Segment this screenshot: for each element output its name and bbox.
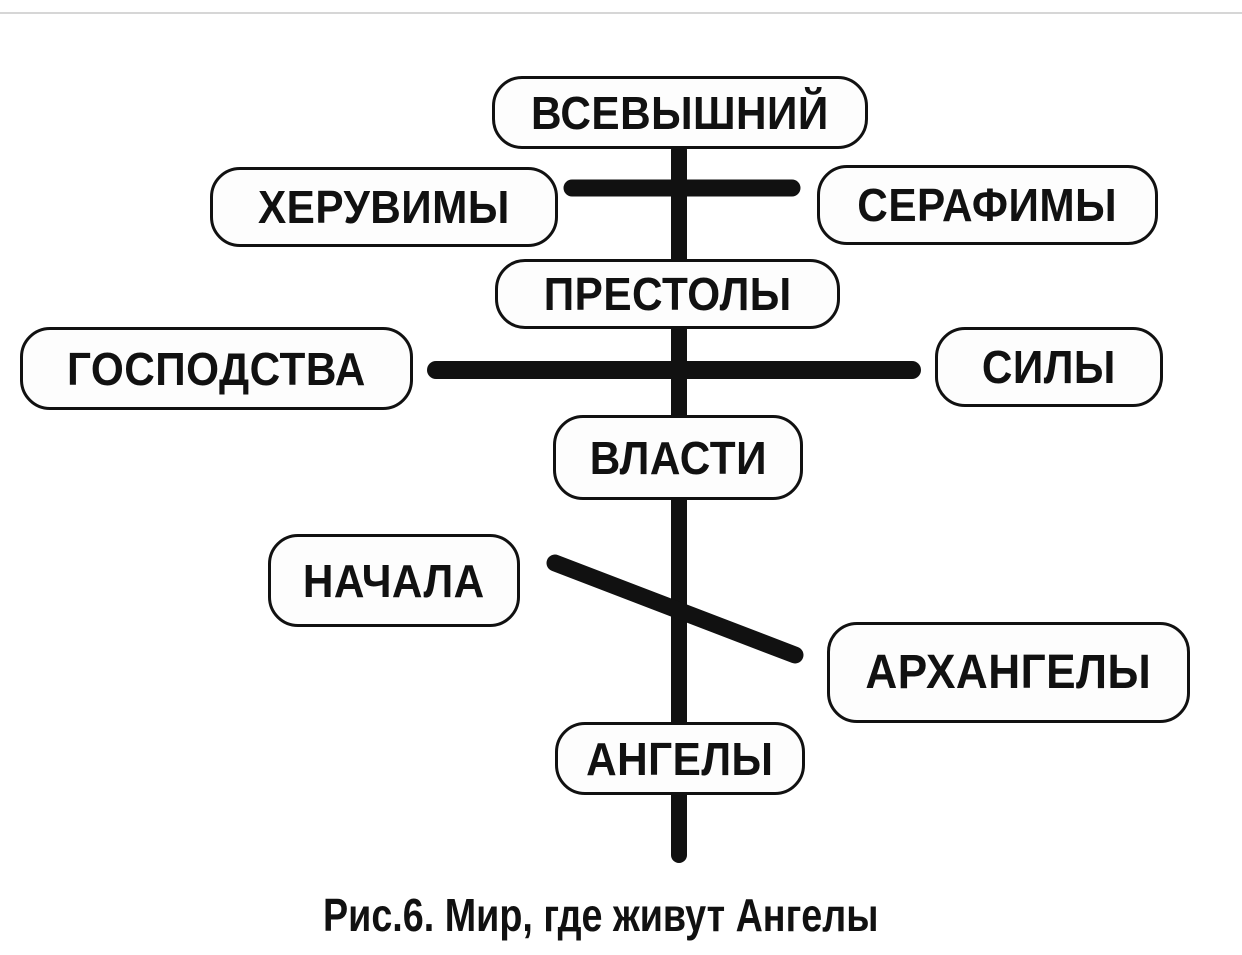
node-label: СЕРАФИМЫ <box>857 179 1118 231</box>
node-label: ВЛАСТИ <box>589 431 767 484</box>
node-prestoly: ПРЕСТОЛЫ <box>495 259 840 329</box>
node-sily: СИЛЫ <box>935 327 1163 407</box>
node-nachala: НАЧАЛА <box>268 534 520 627</box>
node-angely: АНГЕЛЫ <box>555 722 805 795</box>
figure-caption: Рис.6. Мир, где живут Ангелы <box>0 888 1242 942</box>
node-label: АНГЕЛЫ <box>586 732 774 785</box>
node-arhangely: АРХАНГЕЛЫ <box>827 622 1190 723</box>
node-label: НАЧАЛА <box>303 554 485 607</box>
node-label: ПРЕСТОЛЫ <box>543 268 792 320</box>
top-divider <box>0 12 1242 14</box>
caption-text: Рис.6. Мир, где живут Ангелы <box>323 889 879 941</box>
node-serafimy: СЕРАФИМЫ <box>817 165 1158 245</box>
node-vsevyshniy: ВСЕВЫШНИЙ <box>492 76 868 149</box>
node-label: ГОСПОДСТВА <box>67 342 366 395</box>
node-label: ХЕРУВИМЫ <box>258 181 510 233</box>
node-label: СИЛЫ <box>982 341 1116 393</box>
node-label: ВСЕВЫШНИЙ <box>531 86 829 139</box>
node-heruvimy: ХЕРУВИМЫ <box>210 167 558 247</box>
node-gospodstva: ГОСПОДСТВА <box>20 327 413 410</box>
node-vlasti: ВЛАСТИ <box>553 415 803 500</box>
crossbar-nachala-arhangely <box>546 554 804 664</box>
node-label: АРХАНГЕЛЫ <box>865 646 1152 699</box>
